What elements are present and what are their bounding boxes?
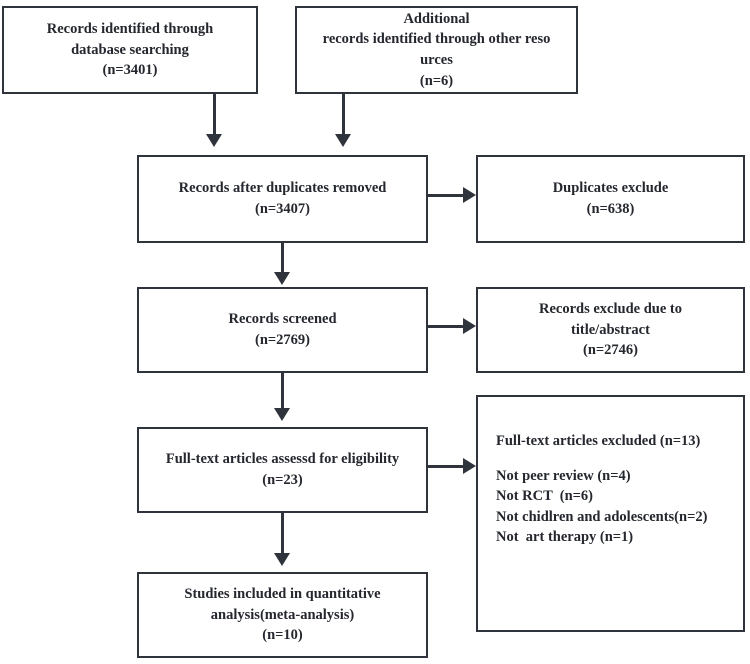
duplicates-excluded-box: Duplicates exclude (n=638) [476,155,745,243]
connector-duplicates-to-screened [281,243,284,276]
fulltext-excluded-reason-1: Not peer review (n=4) [496,467,631,484]
arrow-other-to-duplicates [335,134,351,147]
fulltext-assessed-box: Full-text articles assessd for eligibili… [137,427,428,513]
arrow-database-to-duplicates [206,134,222,147]
arrow-fulltext-to-included [274,553,290,566]
fulltext-assessed-count: (n=23) [262,472,303,488]
duplicates-excluded-count: (n=638) [586,201,635,217]
arrow-fulltext-to-excluded [463,458,476,474]
connector-fulltext-to-excluded [428,465,466,468]
records-identified-database-box: Records identified through database sear… [2,6,258,94]
records-after-duplicates-removed-box: Records after duplicates removed (n=3407… [137,155,428,243]
records-identified-database-line-2: database searching [71,41,189,58]
records-excluded-line-1: Records exclude due to [539,301,682,318]
connector-fulltext-to-included [281,513,284,557]
fulltext-excluded-spacer [496,452,743,466]
records-identified-other-line-1: Additional [403,10,470,27]
studies-included-line-2: analysis(meta-analysis) [210,606,355,623]
records-identified-other-sources-box: Additional records identified through ot… [295,6,578,94]
records-identified-other-line-3: urces [420,52,453,68]
fulltext-assessed-label: Full-text articles assessd for eligibili… [165,451,400,468]
records-after-duplicates-label: Records after duplicates removed [178,180,387,197]
fulltext-excluded-reason-3: Not chidlren and adolescents(n=2) [496,508,708,525]
fulltext-excluded-box: Full-text articles excluded (n=13) Not p… [476,395,745,632]
studies-included-line-1: Studies included in quantitative [184,586,381,603]
records-screened-label: Records screened [228,311,337,328]
connector-duplicates-to-excluded [428,194,466,197]
records-after-duplicates-count: (n=3407) [255,201,310,217]
connector-screened-to-excluded [428,325,466,328]
records-identified-database-count: (n=3401) [102,62,158,79]
fulltext-excluded-heading: Full-text articles excluded (n=13) [496,433,701,449]
records-excluded-box: Records exclude due to title/abstract (n… [476,287,745,373]
records-excluded-line-2: title/abstract [571,321,650,338]
records-excluded-count: (n=2746) [583,342,638,359]
fulltext-excluded-reason-2: Not RCT (n=6) [496,488,594,505]
connector-other-to-duplicates [342,94,345,137]
connector-database-to-duplicates [213,94,216,137]
fulltext-excluded-reason-4: Not art therapy (n=1) [496,529,634,546]
connector-screened-to-fulltext [281,373,284,412]
arrow-screened-to-fulltext [274,408,290,421]
arrow-screened-to-excluded [463,318,476,334]
duplicates-excluded-label: Duplicates exclude [552,180,669,197]
studies-included-box: Studies included in quantitative analysi… [137,572,428,658]
studies-included-count: (n=10) [262,627,303,644]
records-screened-count: (n=2769) [255,332,310,348]
records-identified-database-line-1: Records identified through [46,21,214,38]
records-identified-other-line-2: records identified through other reso [322,31,551,48]
records-identified-other-count: (n=6) [419,72,454,89]
records-screened-box: Records screened (n=2769) [137,287,428,373]
arrow-duplicates-to-screened [274,272,290,285]
arrow-duplicates-to-excluded [463,187,476,203]
